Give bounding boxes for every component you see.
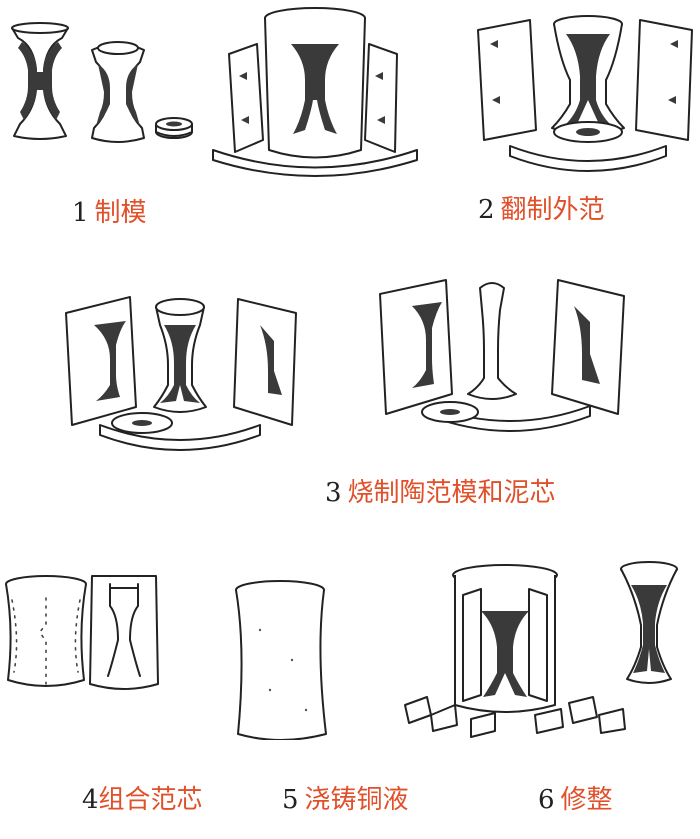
base-disc [155,117,193,139]
fired-mold-illustration [65,296,297,451]
step-1-text: 制模 [94,198,147,228]
step-4-label: 4组合范芯 [82,785,203,815]
core-vase [91,41,145,143]
step-1-illustration [11,22,193,143]
step-6-number: 6 [538,785,555,815]
step-4-panel: 4组合范芯 [0,560,230,820]
step-1-number: 1 [72,198,89,228]
step-4-number: 4 [82,785,99,815]
step-3-number: 3 [325,478,342,508]
step-3-text: 烧制陶范模和泥芯 [347,478,556,508]
step-3-left-panel [60,285,320,465]
open-mold-illustration [212,7,418,177]
step-2-number: 2 [478,195,495,225]
mold-open-panel [205,0,420,180]
step-4-illustration [5,575,159,690]
mud-core-illustration [379,279,625,432]
step-6-text: 修整 [560,785,613,815]
step-2-illustration [477,15,693,172]
step-5-text: 浇铸铜液 [304,785,409,815]
step-2-text: 翻制外范 [500,195,605,225]
model-vase [11,22,69,140]
step-6-illustration [404,561,678,738]
step-5-illustration [235,580,327,740]
step-5-number: 5 [282,785,299,815]
step-4-text: 组合范芯 [98,785,203,815]
